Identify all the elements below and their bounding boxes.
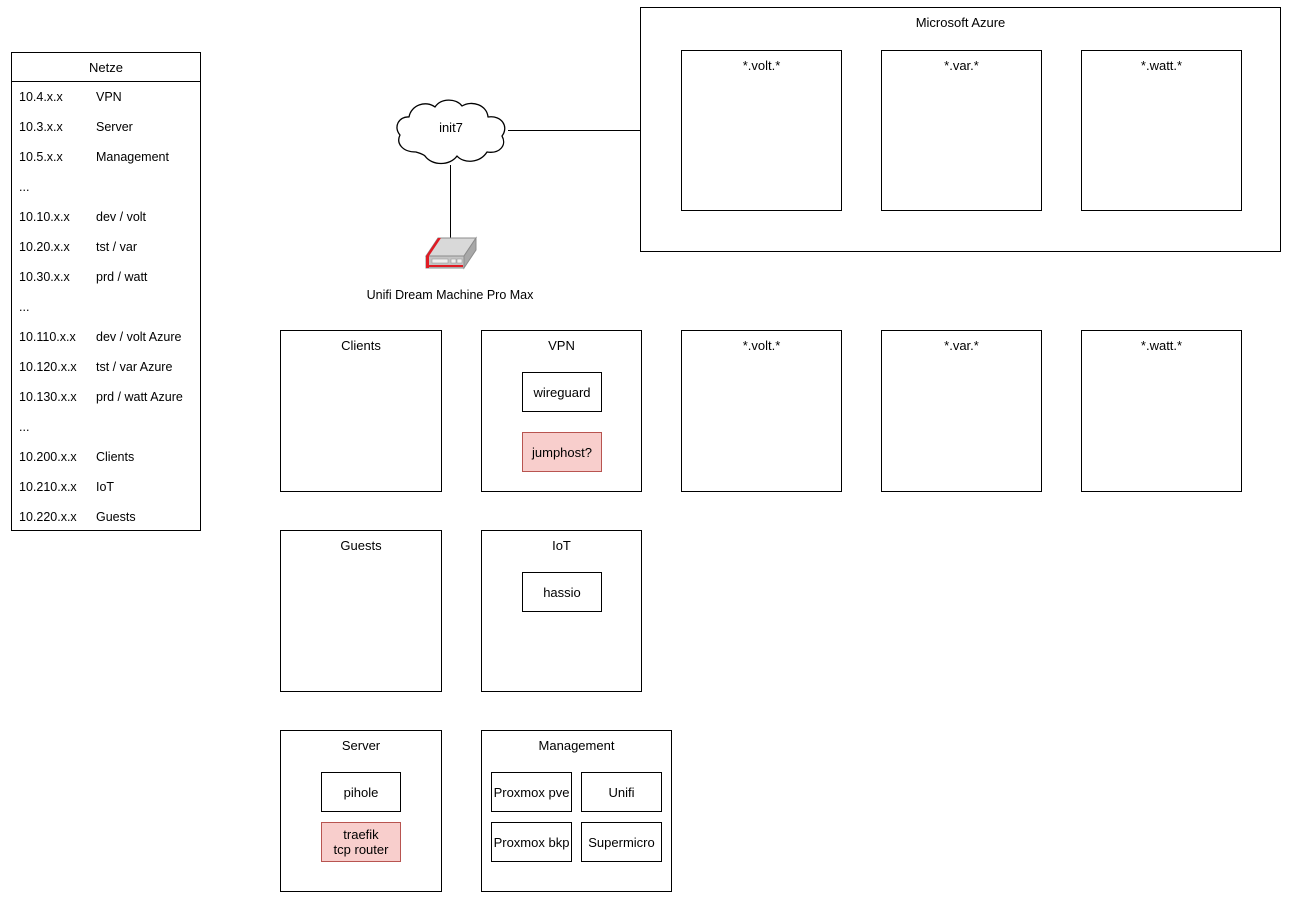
vlan-iot: IoT hassio (481, 530, 642, 692)
azure-title: Microsoft Azure (915, 15, 1006, 30)
vlan-management: Management Proxmox pve Unifi Proxmox bkp… (481, 730, 672, 892)
vlan-var: *.var.* (881, 330, 1042, 492)
vlan-clients: Clients (280, 330, 442, 492)
vlan-title: VPN (548, 338, 575, 353)
table-row: 10.10.x.x dev / volt (12, 202, 200, 232)
table-row: 10.130.x.x prd / watt Azure (12, 382, 200, 412)
netze-row-ip: 10.3.x.x (19, 120, 63, 134)
table-row: 10.110.x.x dev / volt Azure (12, 322, 200, 352)
link-cloud-to-azure (508, 130, 640, 131)
table-row-ellipsis: ... (12, 172, 200, 202)
netze-row-label: prd / watt Azure (96, 390, 183, 404)
vlan-title: *.volt.* (742, 338, 781, 353)
table-row: 10.4.x.x VPN (12, 82, 200, 112)
netze-row-ip: ... (19, 180, 30, 194)
azure-zone-title: *.watt.* (1140, 58, 1183, 73)
table-row: 10.30.x.x prd / watt (12, 262, 200, 292)
netze-row-label: Server (96, 120, 133, 134)
netze-row-ip: 10.210.x.x (19, 480, 77, 494)
node-proxmox-pve[interactable]: Proxmox pve (491, 772, 572, 812)
azure-zone-title: *.volt.* (742, 58, 781, 73)
unifi-dream-machine-device (418, 236, 484, 282)
vlan-server: Server pihole traefik tcp router (280, 730, 442, 892)
vlan-title: IoT (552, 538, 571, 553)
internet-cloud: init7 (392, 98, 510, 168)
netze-row-ip: 10.4.x.x (19, 90, 63, 104)
netze-row-label: dev / volt (96, 210, 147, 224)
table-row-ellipsis: ... (12, 292, 200, 322)
vlan-watt: *.watt.* (1081, 330, 1242, 492)
node-jumphost[interactable]: jumphost? (522, 432, 602, 472)
netze-row-label: Guests (96, 510, 136, 524)
netze-table-header: Netze (12, 53, 200, 82)
table-row: 10.5.x.x Management (12, 142, 200, 172)
netze-row-ip: 10.20.x.x (19, 240, 70, 254)
unifi-dream-machine-label: Unifi Dream Machine Pro Max (366, 288, 534, 302)
router-appliance-icon (425, 236, 477, 270)
netze-row-label: Management (96, 150, 169, 164)
netze-row-label: dev / volt Azure (96, 330, 182, 344)
cloud-icon (396, 99, 506, 165)
azure-zone-title: *.var.* (944, 58, 979, 73)
table-row: 10.200.x.x Clients (12, 442, 200, 472)
vlan-guests: Guests (280, 530, 442, 692)
netze-row-ip: 10.120.x.x (19, 360, 77, 374)
node-proxmox-bkp[interactable]: Proxmox bkp (491, 822, 572, 862)
vlan-title: *.watt.* (1140, 338, 1183, 353)
node-hassio[interactable]: hassio (522, 572, 602, 612)
table-row: 10.210.x.x IoT (12, 472, 200, 502)
netze-row-ip: 10.220.x.x (19, 510, 77, 524)
netze-row-label: VPN (96, 90, 122, 104)
node-supermicro[interactable]: Supermicro (581, 822, 662, 862)
netze-row-ip: ... (19, 420, 30, 434)
vlan-volt: *.volt.* (681, 330, 842, 492)
vlan-vpn: VPN wireguard jumphost? (481, 330, 642, 492)
node-unifi[interactable]: Unifi (581, 772, 662, 812)
vlan-title: Server (341, 738, 381, 753)
netze-row-ip: 10.5.x.x (19, 150, 63, 164)
table-row: 10.120.x.x tst / var Azure (12, 352, 200, 382)
node-pihole[interactable]: pihole (321, 772, 401, 812)
cloud-label: init7 (439, 120, 463, 135)
azure-zone-watt: *.watt.* (1081, 50, 1242, 211)
netze-table-rows: 10.4.x.x VPN 10.3.x.x Server 10.5.x.x Ma… (12, 82, 200, 532)
netze-row-label: tst / var (96, 240, 137, 254)
netze-row-ip: 10.130.x.x (19, 390, 77, 404)
netze-row-label: prd / watt (96, 270, 148, 284)
netze-row-ip: 10.30.x.x (19, 270, 70, 284)
netze-row-ip: 10.110.x.x (19, 330, 76, 344)
vlan-title: *.var.* (944, 338, 979, 353)
table-row: 10.220.x.x Guests (12, 502, 200, 532)
table-row-ellipsis: ... (12, 412, 200, 442)
netze-row-ip: ... (19, 300, 30, 314)
vlan-title: Clients (341, 338, 381, 353)
azure-zone-var: *.var.* (881, 50, 1042, 211)
link-cloud-to-gateway (450, 165, 451, 240)
node-wireguard[interactable]: wireguard (522, 372, 602, 412)
netze-row-label: IoT (96, 480, 115, 494)
netze-row-ip: 10.10.x.x (19, 210, 70, 224)
netze-row-label: Clients (96, 450, 135, 464)
node-traefik-tcp-router[interactable]: traefik tcp router (321, 822, 401, 862)
table-row: 10.20.x.x tst / var (12, 232, 200, 262)
vlan-title: Guests (340, 538, 382, 553)
netze-legend-table: Netze 10.4.x.x VPN 10.3.x.x Server 10.5.… (11, 52, 201, 531)
netze-row-label: tst / var Azure (96, 360, 173, 374)
vlan-title: Management (538, 738, 615, 753)
azure-zone-volt: *.volt.* (681, 50, 842, 211)
netze-row-ip: 10.200.x.x (19, 450, 77, 464)
table-row: 10.3.x.x Server (12, 112, 200, 142)
